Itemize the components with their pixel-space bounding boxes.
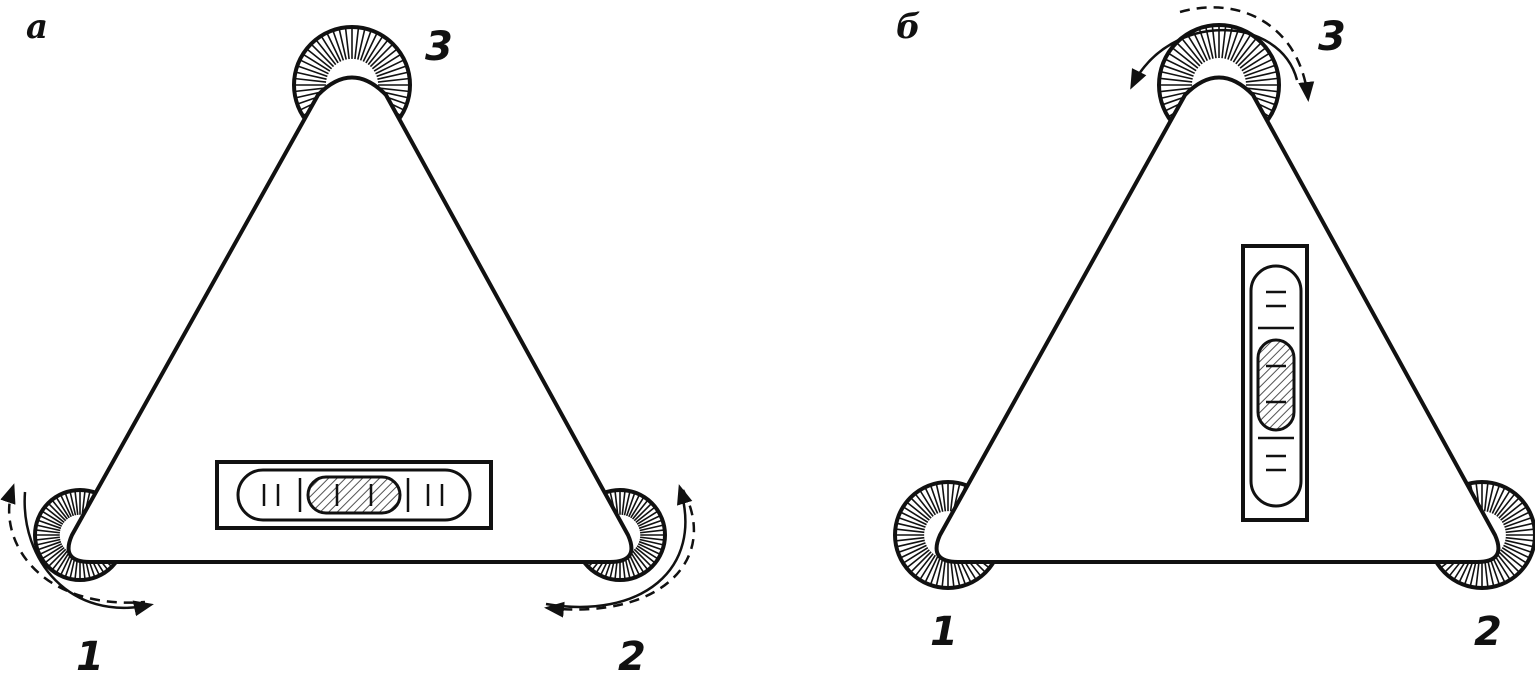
screw-2-label: 2 <box>1474 609 1502 655</box>
panel-a: а 1 2 <box>0 7 696 675</box>
screw-1-label: 1 <box>76 634 104 675</box>
panel-b-label: б <box>896 7 921 47</box>
screw-3-label: 3 <box>1318 14 1346 60</box>
level-vial-icon <box>215 460 493 530</box>
tribrach-plate <box>66 75 634 564</box>
screw-1-label: 1 <box>930 609 958 655</box>
panel-a-label: а <box>26 7 48 47</box>
rotation-arrow-icon <box>0 483 146 604</box>
tribrach-plate <box>934 75 1501 564</box>
rotation-arrow-icon <box>545 484 693 609</box>
rotation-arrow-icon <box>1130 29 1299 90</box>
screw-3-label: 3 <box>425 24 453 70</box>
panel-b: б 1 2 3 <box>893 6 1535 655</box>
rotation-arrow-icon <box>1179 6 1315 102</box>
rotation-arrow-icon <box>23 491 154 617</box>
level-vial-icon <box>1241 244 1309 522</box>
screw-2-label: 2 <box>618 634 646 675</box>
rotation-arrow-icon <box>544 489 696 618</box>
